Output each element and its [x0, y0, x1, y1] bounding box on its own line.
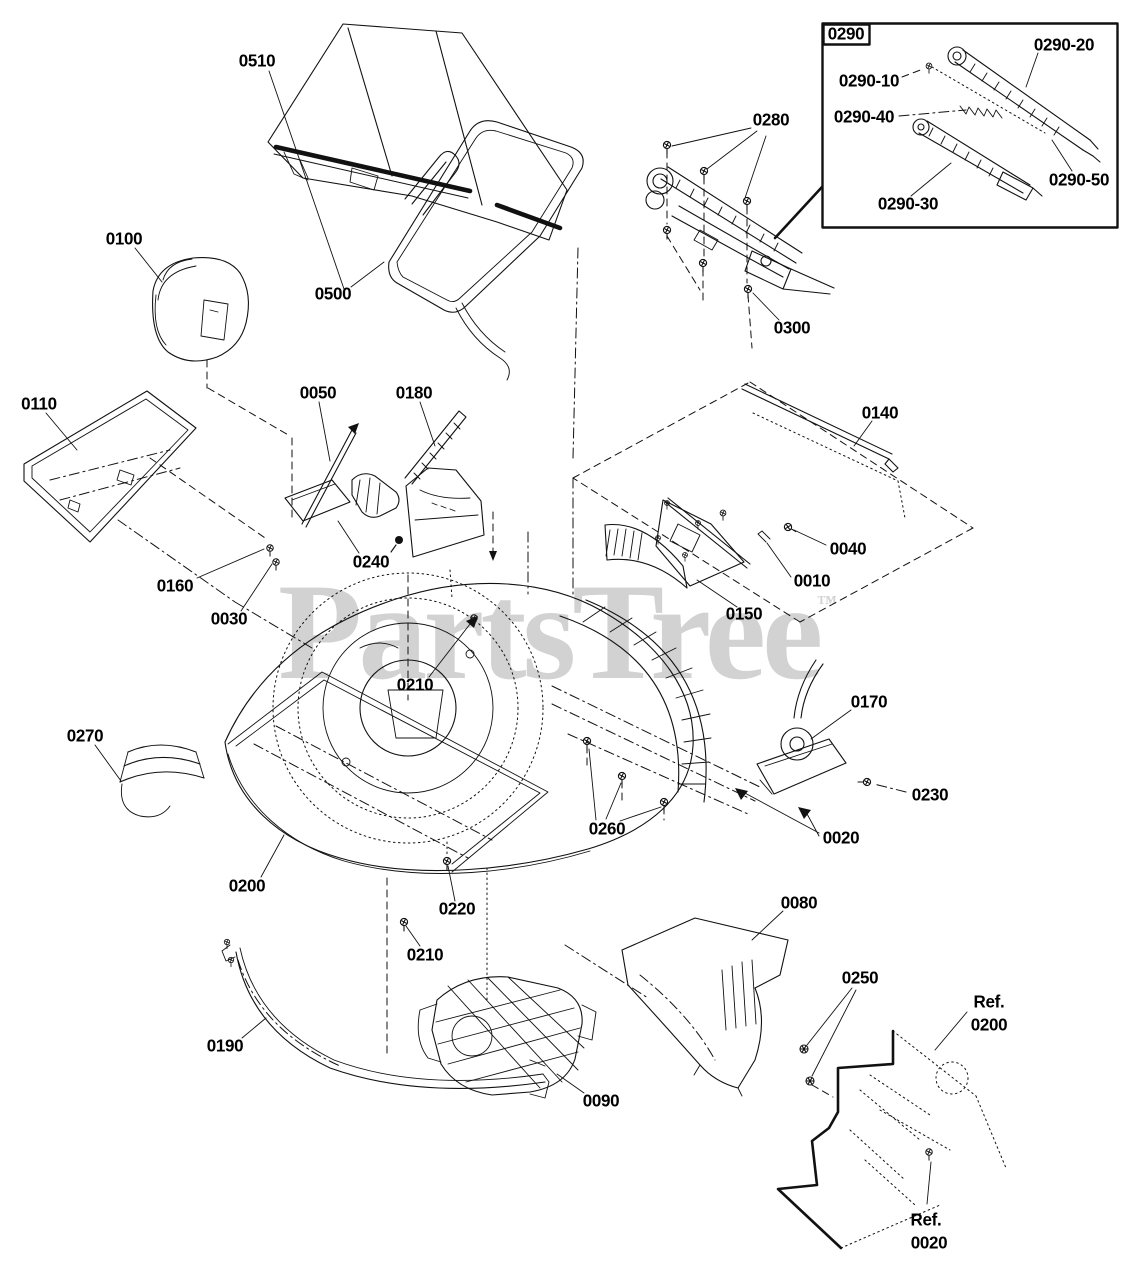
part-label-0180[interactable]: 0180 — [395, 382, 433, 403]
door-0180-drawing — [390, 410, 485, 558]
part-label-0500[interactable]: 0500 — [314, 283, 352, 304]
part-label-0210-lower[interactable]: 0210 — [406, 944, 444, 965]
trim-0190-drawing — [221, 944, 550, 1099]
part-label-0300[interactable]: 0300 — [773, 317, 811, 338]
part-label-0290-40[interactable]: 0290-40 — [833, 106, 895, 127]
bracket-0150-drawing — [604, 497, 771, 589]
part-label-0190[interactable]: 0190 — [206, 1035, 244, 1056]
part-label-0260[interactable]: 0260 — [588, 818, 626, 839]
handle-bracket-drawing — [645, 166, 835, 295]
part-label-0240[interactable]: 0240 — [352, 551, 390, 572]
ref-label-0200-line1[interactable]: Ref. — [973, 991, 1005, 1012]
inset-box-0290 — [821, 22, 1119, 229]
bag-frame-drawing — [388, 120, 584, 381]
part-label-0110[interactable]: 0110 — [21, 393, 57, 414]
cover-0100-drawing — [152, 257, 249, 362]
part-label-0150[interactable]: 0150 — [725, 603, 763, 624]
part-label-0290-50[interactable]: 0290-50 — [1048, 169, 1110, 190]
part-label-0030[interactable]: 0030 — [210, 608, 248, 629]
part-label-0010[interactable]: 0010 — [793, 570, 831, 591]
part-label-0100[interactable]: 0100 — [105, 228, 143, 249]
alignment-lines — [117, 68, 974, 1098]
part-label-0170[interactable]: 0170 — [850, 691, 888, 712]
adjuster-0170-drawing — [756, 659, 847, 795]
part-label-0270[interactable]: 0270 — [66, 725, 104, 746]
part-label-0510[interactable]: 0510 — [238, 50, 276, 71]
baffle-0270-drawing — [119, 744, 205, 818]
ref-label-0020-line2[interactable]: 0020 — [910, 1232, 948, 1253]
part-label-0250[interactable]: 0250 — [841, 967, 879, 988]
part-label-0280[interactable]: 0280 — [752, 109, 790, 130]
trademark-symbol: ™ — [817, 592, 837, 614]
mower-deck-drawing — [224, 572, 712, 874]
part-label-0290-10[interactable]: 0290-10 — [838, 70, 900, 91]
leader-lines — [45, 52, 1073, 1205]
strip-0140-drawing — [741, 383, 906, 519]
arrowheads — [466, 551, 811, 819]
part-label-0200[interactable]: 0200 — [228, 875, 266, 896]
panel-0110-drawing — [23, 390, 197, 543]
part-label-0290-30[interactable]: 0290-30 — [877, 193, 939, 214]
ref-label-0200-line2[interactable]: 0200 — [970, 1014, 1008, 1035]
cover-0080-drawing — [621, 917, 789, 1097]
part-label-0080[interactable]: 0080 — [780, 892, 818, 913]
latch-0240-drawing — [284, 473, 400, 522]
part-label-0160[interactable]: 0160 — [156, 575, 194, 596]
ref-deck-silhouette — [776, 1029, 1007, 1250]
part-label-0220[interactable]: 0220 — [438, 898, 476, 919]
ref-label-0020-line1[interactable]: Ref. — [910, 1209, 942, 1230]
skid-plate-0090-drawing — [417, 976, 597, 1096]
part-label-0230[interactable]: 0230 — [911, 784, 949, 805]
rod-0050-drawing — [301, 423, 359, 528]
part-label-0040[interactable]: 0040 — [829, 538, 867, 559]
part-label-0090[interactable]: 0090 — [582, 1090, 620, 1111]
inset-title-0290[interactable]: 0290 — [827, 23, 865, 44]
part-label-0050[interactable]: 0050 — [299, 382, 337, 403]
part-label-0020[interactable]: 0020 — [822, 827, 860, 848]
part-label-0140[interactable]: 0140 — [861, 402, 899, 423]
part-label-0210-upper[interactable]: 0210 — [396, 674, 434, 695]
partstree-watermark: PartsTree — [278, 555, 823, 708]
part-label-0290-20[interactable]: 0290-20 — [1033, 34, 1095, 55]
grass-bag-drawing — [267, 23, 568, 241]
